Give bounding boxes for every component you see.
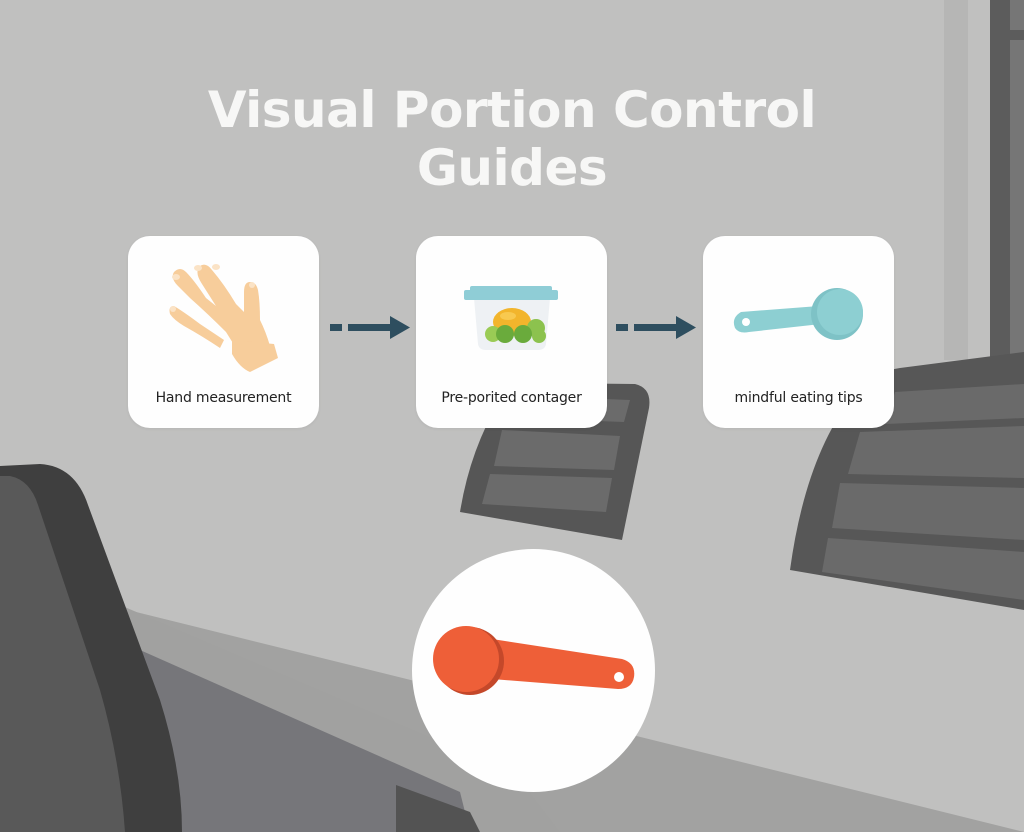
page-title: Visual Portion Control Guides [0, 81, 1024, 197]
title-line-1: Visual Portion Control [207, 81, 817, 139]
dashed-arrow-right-icon [330, 316, 410, 339]
left-chair [0, 464, 182, 832]
step-label: Pre-porited contager [441, 390, 582, 406]
step-label: mindful eating tips [734, 390, 863, 406]
title-line-2: Guides [416, 138, 608, 197]
right-chair [790, 352, 1024, 610]
step-card-pre-portioned-container[interactable]: Pre-porited contager [416, 236, 607, 428]
hand-icon [169, 264, 278, 372]
featured-spoon-badge [412, 549, 655, 792]
measuring-spoon-icon [733, 288, 863, 340]
measuring-spoon-icon [433, 626, 635, 695]
dashed-arrow-right-icon [616, 316, 696, 339]
step-card-hand-measurement[interactable]: Hand measurement [128, 236, 319, 428]
window-mullion [944, 0, 968, 360]
step-label: Hand measurement [155, 390, 292, 406]
food-container-icon [464, 286, 558, 350]
window-frame [990, 0, 1010, 360]
step-card-mindful-eating-tips[interactable]: mindful eating tips [703, 236, 894, 428]
